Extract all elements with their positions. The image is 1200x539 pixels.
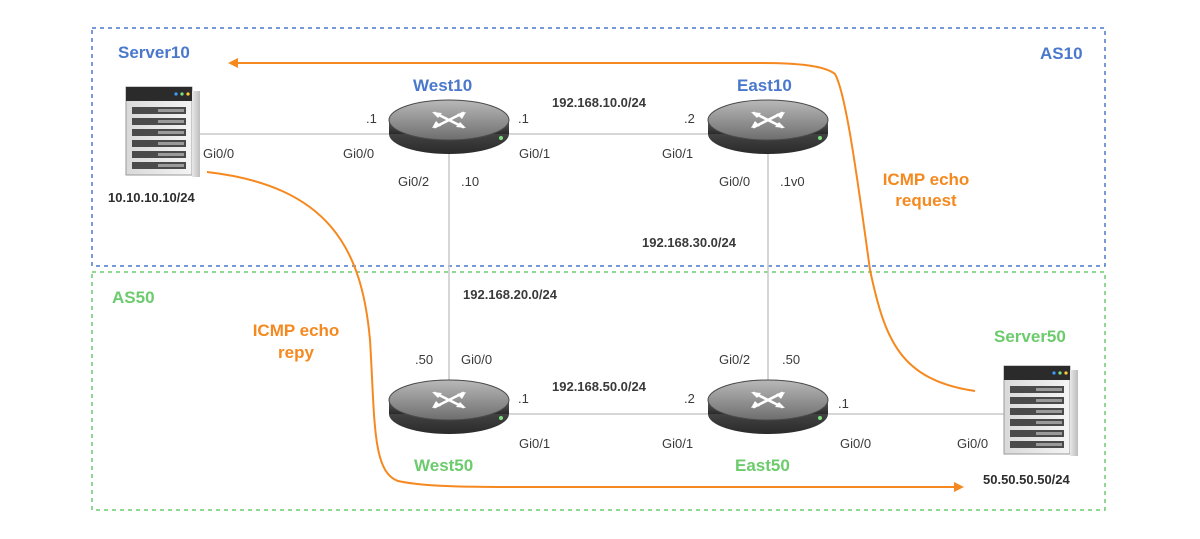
west50-name: West50 — [414, 456, 473, 475]
east10-gi00-host: .1v0 — [780, 174, 805, 189]
server10-interface: Gi0/0 — [203, 146, 234, 161]
west50-gi01-interface: Gi0/1 — [519, 436, 550, 451]
west10-gi01-host: .1 — [518, 111, 529, 126]
links — [200, 133, 1004, 415]
server50-interface: Gi0/0 — [957, 436, 988, 451]
icmp-reply-label-line1: ICMP echo — [253, 321, 340, 340]
west50-gi00-host: .50 — [415, 352, 433, 367]
icmp-reply-label-line2: repy — [278, 343, 314, 362]
west10-gi00-interface: Gi0/0 — [343, 146, 374, 161]
network-192-168-30: 192.168.30.0/24 — [642, 235, 737, 250]
east50-gi01-host: .2 — [684, 391, 695, 406]
server10-server-icon[interactable] — [125, 86, 201, 178]
as10-label: AS10 — [1040, 44, 1083, 63]
icmp-request-label-line2: request — [895, 191, 957, 210]
icmp-reply-flow — [206, 171, 964, 492]
east50-gi00-interface: Gi0/0 — [840, 436, 871, 451]
west10-router-icon[interactable] — [387, 98, 511, 156]
east10-gi01-interface: Gi0/1 — [662, 146, 693, 161]
east50-router-icon[interactable] — [706, 378, 830, 436]
east10-gi00-interface: Gi0/0 — [719, 174, 750, 189]
west10-name: West10 — [413, 76, 472, 95]
server10-ip: 10.10.10.10/24 — [108, 190, 196, 205]
server50-name: Server50 — [994, 327, 1066, 346]
west50-gi01-host: .1 — [518, 391, 529, 406]
east50-gi02-host: .50 — [782, 352, 800, 367]
network-192-168-20: 192.168.20.0/24 — [463, 287, 558, 302]
west50-gi00-interface: Gi0/0 — [461, 352, 492, 367]
east10-gi01-host: .2 — [684, 111, 695, 126]
as10-zone — [91, 27, 1106, 267]
as50-zone — [91, 271, 1106, 511]
server10-name: Server10 — [118, 43, 190, 62]
west10-gi02-host: .10 — [461, 174, 479, 189]
west50-router-icon[interactable] — [387, 378, 511, 436]
icmp-request-label-line1: ICMP echo — [883, 170, 970, 189]
server50-ip: 50.50.50.50/24 — [983, 472, 1071, 487]
east50-gi02-interface: Gi0/2 — [719, 352, 750, 367]
west10-gi02-interface: Gi0/2 — [398, 174, 429, 189]
network-192-168-10: 192.168.10.0/24 — [552, 95, 647, 110]
east10-router-icon[interactable] — [706, 98, 830, 156]
east50-name: East50 — [735, 456, 790, 475]
west10-gi01-interface: Gi0/1 — [519, 146, 550, 161]
as50-label: AS50 — [112, 288, 155, 307]
east50-gi01-interface: Gi0/1 — [662, 436, 693, 451]
east50-gi00-host: .1 — [838, 396, 849, 411]
west10-gi00-host: .1 — [366, 111, 377, 126]
server50-server-icon[interactable] — [1003, 365, 1079, 457]
icmp-request-flow — [228, 58, 976, 392]
network-192-168-50: 192.168.50.0/24 — [552, 379, 647, 394]
east10-name: East10 — [737, 76, 792, 95]
